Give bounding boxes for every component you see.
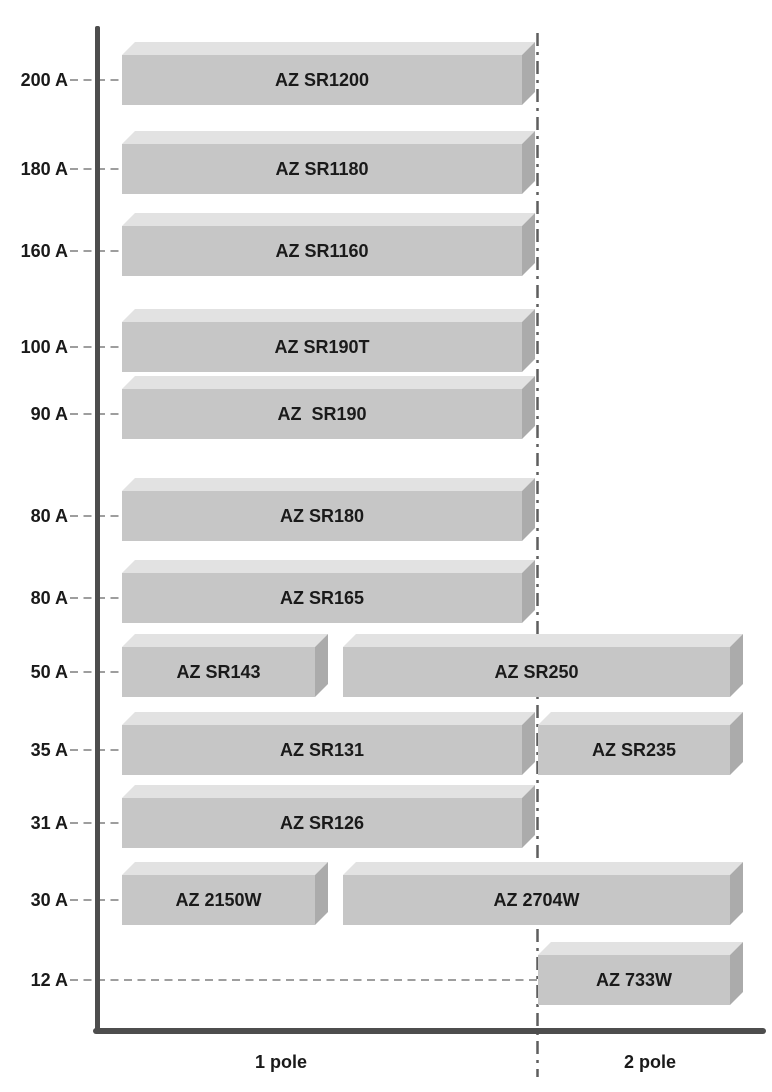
bar-front-face: AZ SR190 — [122, 389, 522, 439]
bar-side-face — [315, 862, 328, 925]
bar-label: AZ SR165 — [279, 587, 365, 608]
bar-top-face — [122, 376, 535, 389]
bar-top-face — [538, 712, 743, 725]
bar-az-sr131: AZ SR131 — [122, 712, 535, 775]
bar-front-face: AZ SR126 — [122, 798, 522, 848]
bar-az-sr180: AZ SR180 — [122, 478, 535, 541]
bar-side-face — [522, 478, 535, 541]
bar-front-face: AZ 733W — [538, 955, 730, 1005]
bar-front-face: AZ SR165 — [122, 573, 522, 623]
bar-az-sr250: AZ SR250 — [343, 634, 743, 697]
bar-top-face — [122, 634, 328, 647]
y-tick-label: 12 A — [30, 970, 68, 990]
y-tick-label: 80 A — [30, 588, 68, 608]
bar-side-face — [730, 712, 743, 775]
bar-top-face — [538, 942, 743, 955]
bar-label: AZ SR143 — [176, 661, 261, 682]
bar-top-face — [122, 560, 535, 573]
bar-label: AZ SR190 — [277, 403, 367, 424]
bar-side-face — [522, 560, 535, 623]
bar-top-face — [122, 712, 535, 725]
bar-top-face — [122, 478, 535, 491]
y-tick-label: 180 A — [20, 159, 68, 179]
bar-label: AZ SR126 — [279, 812, 365, 833]
y-tick-label: 160 A — [20, 241, 68, 261]
bar-label: AZ SR190T — [274, 336, 370, 357]
bar-top-face — [343, 862, 743, 875]
bar-az-sr190t: AZ SR190T — [122, 309, 535, 372]
bar-label: AZ 2704W — [493, 889, 580, 910]
bar-side-face — [522, 309, 535, 372]
bar-az-sr1180: AZ SR1180 — [122, 131, 535, 194]
bar-front-face: AZ SR1160 — [122, 226, 522, 276]
y-tick-label: 200 A — [20, 70, 68, 90]
bar-label: AZ SR250 — [494, 661, 579, 682]
bar-label: AZ 733W — [595, 969, 673, 990]
bar-side-face — [522, 785, 535, 848]
bar-top-face — [122, 862, 328, 875]
bar-side-face — [315, 634, 328, 697]
y-axis-line — [95, 26, 100, 1034]
y-tick-label: 30 A — [30, 890, 68, 910]
bar-az-sr1200: AZ SR1200 — [122, 42, 535, 105]
bar-az-sr143: AZ SR143 — [122, 634, 328, 697]
bar-label: AZ SR1200 — [274, 69, 370, 90]
bar-label: AZ SR131 — [279, 739, 365, 760]
bar-label: AZ 2150W — [175, 889, 262, 910]
bar-side-face — [522, 213, 535, 276]
bar-front-face: AZ SR1200 — [122, 55, 522, 105]
bar-front-face: AZ SR250 — [343, 647, 730, 697]
bar-az-sr165: AZ SR165 — [122, 560, 535, 623]
bar-label: AZ SR235 — [591, 739, 677, 760]
x-axis-label-1-pole: 1 pole — [254, 1052, 307, 1072]
y-tick-label: 80 A — [30, 506, 68, 526]
bar-az-2150w: AZ 2150W — [122, 862, 328, 925]
bar-front-face: AZ SR143 — [122, 647, 315, 697]
bar-az-sr126: AZ SR126 — [122, 785, 535, 848]
bar-top-face — [343, 634, 743, 647]
bar-az-sr190: AZ SR190 — [122, 376, 535, 439]
bar-az-sr235: AZ SR235 — [538, 712, 743, 775]
bar-az-sr1160: AZ SR1160 — [122, 213, 535, 276]
y-tick-label: 100 A — [20, 337, 68, 357]
bar-top-face — [122, 785, 535, 798]
bar-az-733w: AZ 733W — [538, 942, 743, 1005]
bar-front-face: AZ 2704W — [343, 875, 730, 925]
bar-side-face — [522, 42, 535, 105]
x-axis-label-2-pole: 2 pole — [623, 1052, 676, 1072]
bar-top-face — [122, 131, 535, 144]
bar-front-face: AZ SR190T — [122, 322, 522, 372]
y-tick-label: 50 A — [30, 662, 68, 682]
bar-top-face — [122, 309, 535, 322]
bar-front-face: AZ 2150W — [122, 875, 315, 925]
bar-label: AZ SR180 — [279, 505, 365, 526]
bar-side-face — [730, 942, 743, 1005]
bar-side-face — [522, 712, 535, 775]
y-tick-label: 35 A — [30, 740, 68, 760]
bar-front-face: AZ SR1180 — [122, 144, 522, 194]
bar-side-face — [522, 131, 535, 194]
y-tick-label: 90 A — [30, 404, 68, 424]
x-axis-line — [93, 1028, 766, 1034]
bar-front-face: AZ SR180 — [122, 491, 522, 541]
y-tick-label: 31 A — [30, 813, 68, 833]
bar-side-face — [730, 634, 743, 697]
bar-az-2704w: AZ 2704W — [343, 862, 743, 925]
bar-top-face — [122, 213, 535, 226]
bar-front-face: AZ SR235 — [538, 725, 730, 775]
bar-label: AZ SR1160 — [275, 240, 369, 261]
bar-side-face — [730, 862, 743, 925]
bar-label: AZ SR1180 — [275, 158, 369, 179]
bar-front-face: AZ SR131 — [122, 725, 522, 775]
bar-side-face — [522, 376, 535, 439]
bar-top-face — [122, 42, 535, 55]
